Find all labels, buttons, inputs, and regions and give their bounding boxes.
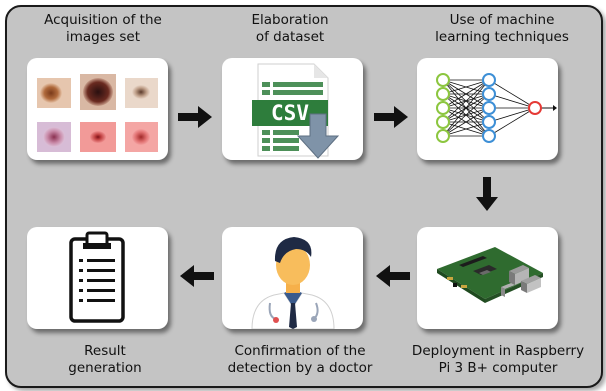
arrow-right-1-icon bbox=[178, 106, 212, 128]
raspberry-pi-board-icon bbox=[417, 227, 558, 329]
arrow-left-1-icon bbox=[376, 265, 410, 287]
label-acquisition: Acquisition of the images set bbox=[44, 12, 162, 45]
input-node bbox=[436, 129, 450, 143]
arrow-right-2-icon bbox=[374, 106, 408, 128]
hidden-node bbox=[482, 87, 496, 101]
hidden-node bbox=[482, 115, 496, 129]
hidden-node bbox=[482, 101, 496, 115]
input-node bbox=[436, 115, 450, 129]
csv-badge-text: CSV bbox=[271, 101, 309, 125]
label-ml: Use of machine learning techniques bbox=[435, 12, 569, 45]
hidden-node bbox=[482, 73, 496, 87]
output-node bbox=[528, 101, 542, 115]
input-node bbox=[436, 87, 450, 101]
skin-lesion-images-icon bbox=[27, 58, 168, 160]
download-arrow-icon bbox=[296, 113, 340, 159]
input-node bbox=[436, 73, 450, 87]
label-confirmation: Confirmation of the detection by a docto… bbox=[227, 343, 373, 376]
csv-file-icon: CSV bbox=[222, 58, 363, 160]
hidden-node bbox=[482, 129, 496, 143]
input-node bbox=[436, 101, 450, 115]
arrow-down-icon bbox=[476, 177, 498, 211]
neural-network-icon bbox=[417, 58, 558, 160]
label-result: Result generation bbox=[68, 343, 142, 376]
label-deployment: Deployment in Raspberry Pi 3 B+ computer bbox=[411, 343, 585, 376]
doctor-icon bbox=[222, 227, 363, 329]
arrow-left-2-icon bbox=[180, 265, 214, 287]
label-elaboration: Elaboration of dataset bbox=[251, 12, 329, 45]
clipboard-icon bbox=[27, 227, 168, 329]
